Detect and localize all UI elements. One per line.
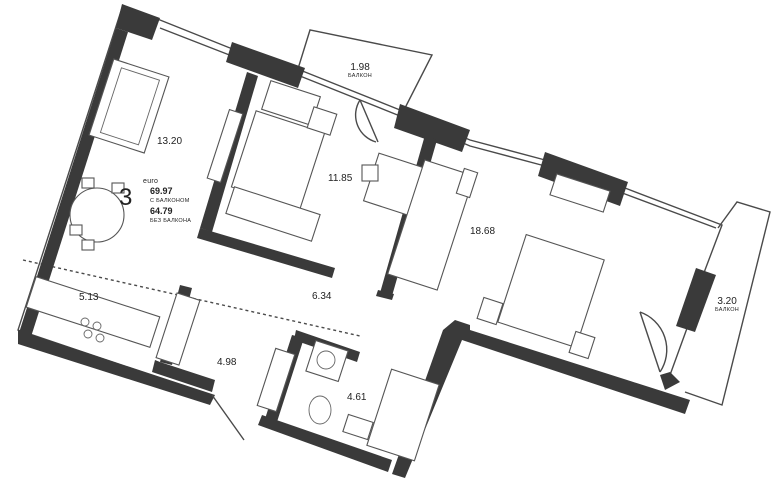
entrance-furniture — [155, 292, 245, 441]
area-without-balcony: 64.79 — [150, 206, 173, 216]
apartment-type-prefix: euro — [143, 178, 159, 185]
balcony-right-area: 3.20 — [717, 296, 737, 307]
balcony-top-area: 1.98 — [350, 62, 370, 73]
bathroom-furniture — [256, 339, 440, 462]
room-area-bedroom-large: 18.68 — [470, 226, 496, 237]
balcony-top-name: БАЛКОН — [348, 73, 373, 79]
room-area-entrance: 4.98 — [217, 357, 237, 368]
bedroom-small-furniture — [225, 80, 430, 242]
balcony-right-outline — [684, 201, 771, 406]
area-with-balcony-label: С БАЛКОНОМ — [150, 198, 190, 204]
room-area-bathroom: 4.61 — [347, 392, 367, 403]
room-area-kitchen: 5.13 — [79, 292, 99, 303]
balcony-right-label: 3.20 БАЛКОН — [715, 296, 739, 313]
room-area-bedroom-small: 11.85 — [328, 173, 353, 184]
area-without-balcony-label: БЕЗ БАЛКОНА — [150, 218, 192, 224]
balcony-top-label: 1.98 БАЛКОН — [348, 62, 372, 79]
bedroom-large-furniture — [387, 159, 668, 373]
balcony-right-name: БАЛКОН — [715, 307, 740, 313]
balcony-top-outline — [296, 29, 434, 109]
apartment-room-count: 3 — [119, 184, 133, 211]
living-room-furniture — [69, 58, 244, 251]
area-with-balcony: 69.97 — [150, 186, 173, 196]
kitchen-furniture — [25, 276, 161, 348]
room-area-living: 13.20 — [157, 136, 183, 147]
room-area-hall: 6.34 — [312, 291, 332, 302]
